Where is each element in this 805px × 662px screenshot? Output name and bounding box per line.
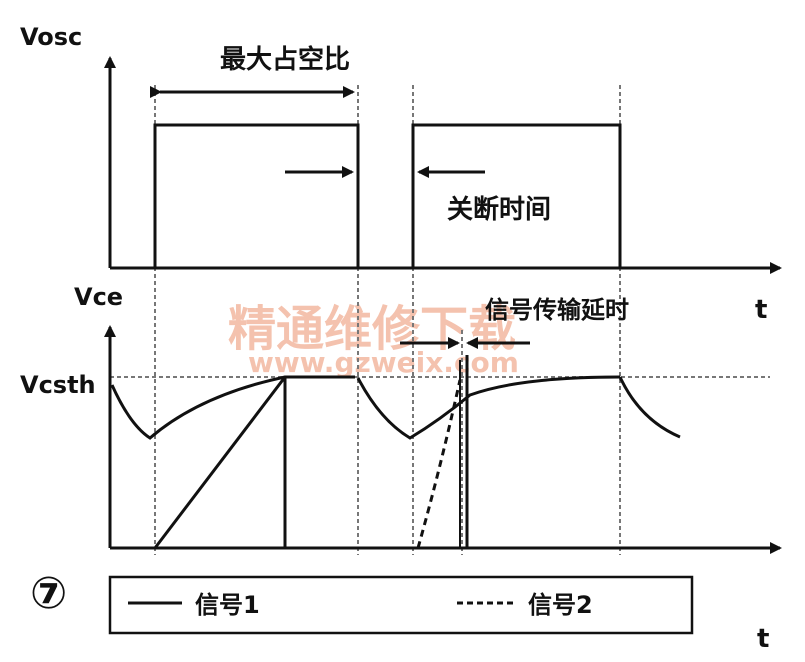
t-label-top: t [755,295,767,325]
t-label-bottom: t [757,624,769,654]
legend: 信号1 信号2 [108,575,694,635]
legend-signal1-label: 信号1 [195,591,260,619]
max-duty-label: 最大占空比 [220,44,350,75]
signal-delay-label: 信号传输延时 [485,296,629,324]
vosc-pulse-waveform [110,123,770,270]
legend-signal2-label: 信号2 [528,591,593,619]
signal-2-waveform [416,379,462,549]
vce-label: Vce [74,283,123,311]
off-time-label: 关断时间 [447,194,551,225]
signal-1-waveform [110,355,681,549]
vosc-label: Vosc [20,23,82,51]
figure-number: ⑦ [30,568,67,619]
vcsth-label: Vcsth [20,371,96,399]
watermark-url: www.gzweix.com [248,346,519,379]
